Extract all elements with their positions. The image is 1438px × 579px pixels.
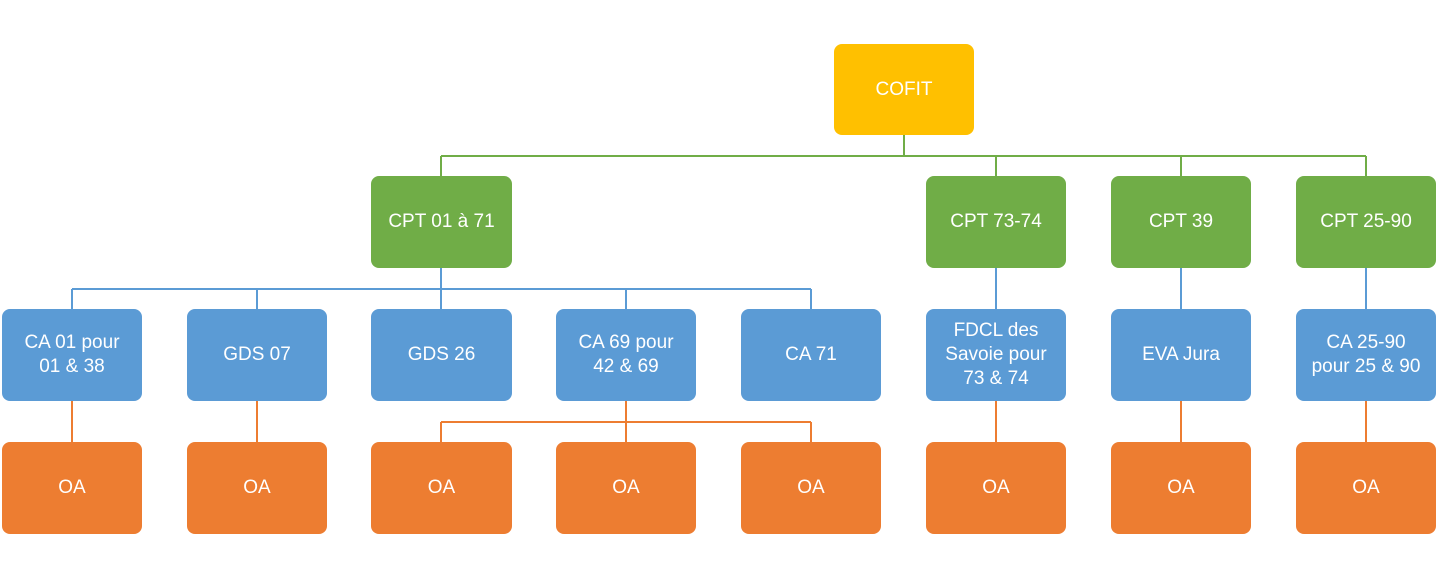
node-cofit: COFIT <box>834 44 974 135</box>
node-eva-jura: EVA Jura <box>1111 309 1251 401</box>
node-oa: OA <box>371 442 512 534</box>
node-oa: OA <box>2 442 142 534</box>
node-ca-25-90: CA 25-90 pour 25 & 90 <box>1296 309 1436 401</box>
node-cpt-25-90: CPT 25-90 <box>1296 176 1436 268</box>
node-cpt-39: CPT 39 <box>1111 176 1251 268</box>
node-oa: OA <box>1111 442 1251 534</box>
node-oa: OA <box>556 442 696 534</box>
node-ca-71: CA 71 <box>741 309 881 401</box>
node-ca-69: CA 69 pour 42 & 69 <box>556 309 696 401</box>
node-gds-07: GDS 07 <box>187 309 327 401</box>
node-cpt-01-71: CPT 01 à 71 <box>371 176 512 268</box>
node-cpt-73-74: CPT 73-74 <box>926 176 1066 268</box>
node-oa: OA <box>926 442 1066 534</box>
node-oa: OA <box>1296 442 1436 534</box>
node-oa: OA <box>741 442 881 534</box>
node-gds-26: GDS 26 <box>371 309 512 401</box>
node-fdcl-savoie: FDCL des Savoie pour 73 & 74 <box>926 309 1066 401</box>
node-ca-01: CA 01 pour 01 & 38 <box>2 309 142 401</box>
node-oa: OA <box>187 442 327 534</box>
